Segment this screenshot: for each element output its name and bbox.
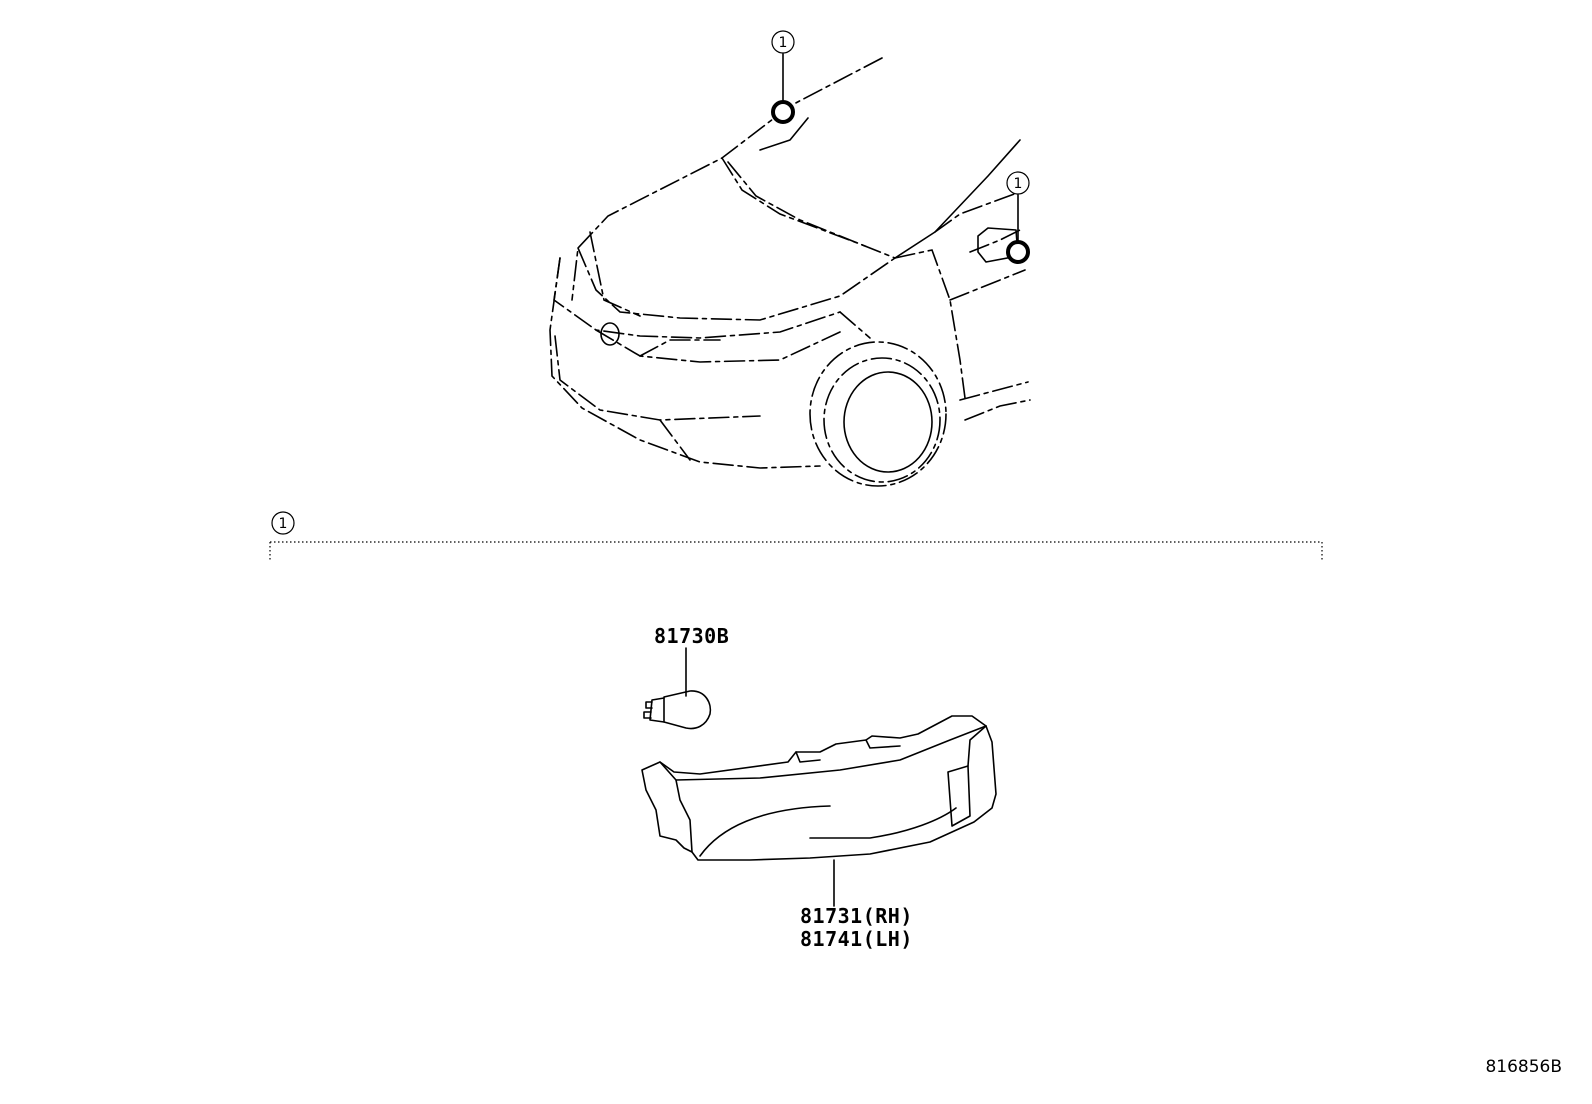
- part-number-lamp-rh: 81731(RH): [800, 904, 913, 928]
- vehicle-outline: [549, 57, 1031, 487]
- location-marker-hood: 1: [771, 30, 795, 124]
- figure-id: 816856B: [1485, 1057, 1562, 1077]
- callout-label: 1: [279, 516, 288, 532]
- part-number-bulb: 81730B: [654, 624, 729, 648]
- callout-label: 1: [1014, 176, 1023, 192]
- side-lamp-part: 81731(RH) 81741(LH): [641, 715, 997, 951]
- part-number-lamp-lh: 81741(LH): [800, 927, 913, 951]
- group-bracket: 1: [269, 511, 1323, 560]
- bulb-part: 81730B: [643, 624, 729, 730]
- callout-label: 1: [779, 35, 788, 51]
- location-marker-mirror: 1: [1006, 171, 1030, 264]
